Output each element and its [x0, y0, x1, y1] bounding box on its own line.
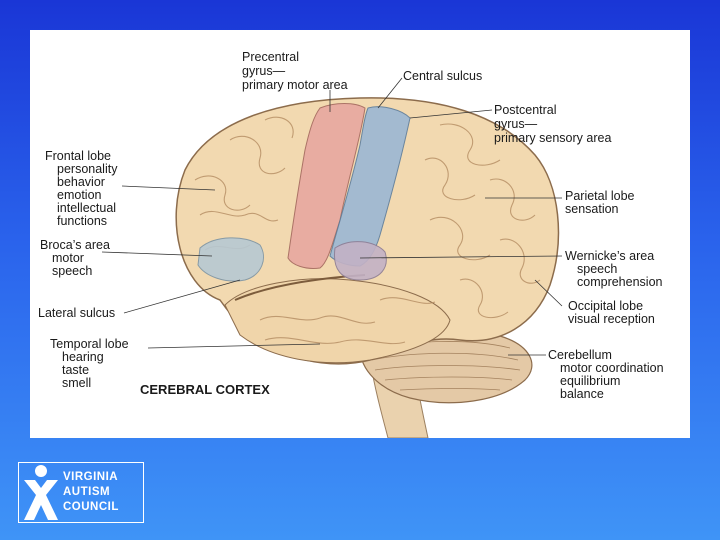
label-precentral: Precentral gyrus— primary motor area: [242, 50, 348, 92]
label-wernicke: Wernicke’s area speech comprehension: [565, 249, 663, 289]
person-figure-icon: [24, 465, 58, 520]
motor-area: [287, 103, 366, 269]
label-central-sulcus: Central sulcus: [403, 69, 482, 83]
label-cerebellum: Cerebellum motor coordination equilibriu…: [548, 348, 667, 401]
wernicke-area: [333, 241, 387, 281]
leader-lines: [101, 77, 563, 356]
logo-text-line-1: VIRGINIA: [63, 471, 119, 483]
logo-text-line-2: AUTISM: [63, 486, 111, 498]
broca-area: [197, 237, 264, 282]
logo-text-line-3: COUNCIL: [63, 501, 119, 513]
label-parietal-lobe: Parietal lobe sensation: [565, 189, 638, 216]
slide-panel: Precentral gyrus— primary motor area Cen…: [30, 30, 690, 438]
label-postcentral: Postcentral gyrus— primary sensory area: [494, 103, 611, 145]
label-frontal-lobe: Frontal lobe personality behavior emotio…: [45, 149, 121, 228]
label-temporal-lobe: Temporal lobe hearing taste smell: [50, 337, 132, 390]
brain-diagram: Precentral gyrus— primary motor area Cen…: [38, 50, 667, 438]
label-broca: Broca’s area motor speech: [40, 238, 113, 278]
temporal-lobe-shape: [224, 278, 451, 364]
logo: VIRGINIA AUTISM COUNCIL: [18, 462, 144, 523]
label-lateral-sulcus: Lateral sulcus: [38, 306, 115, 320]
label-occipital: Occipital lobe visual reception: [568, 299, 655, 326]
diagram-title: CEREBRAL CORTEX: [140, 382, 270, 397]
